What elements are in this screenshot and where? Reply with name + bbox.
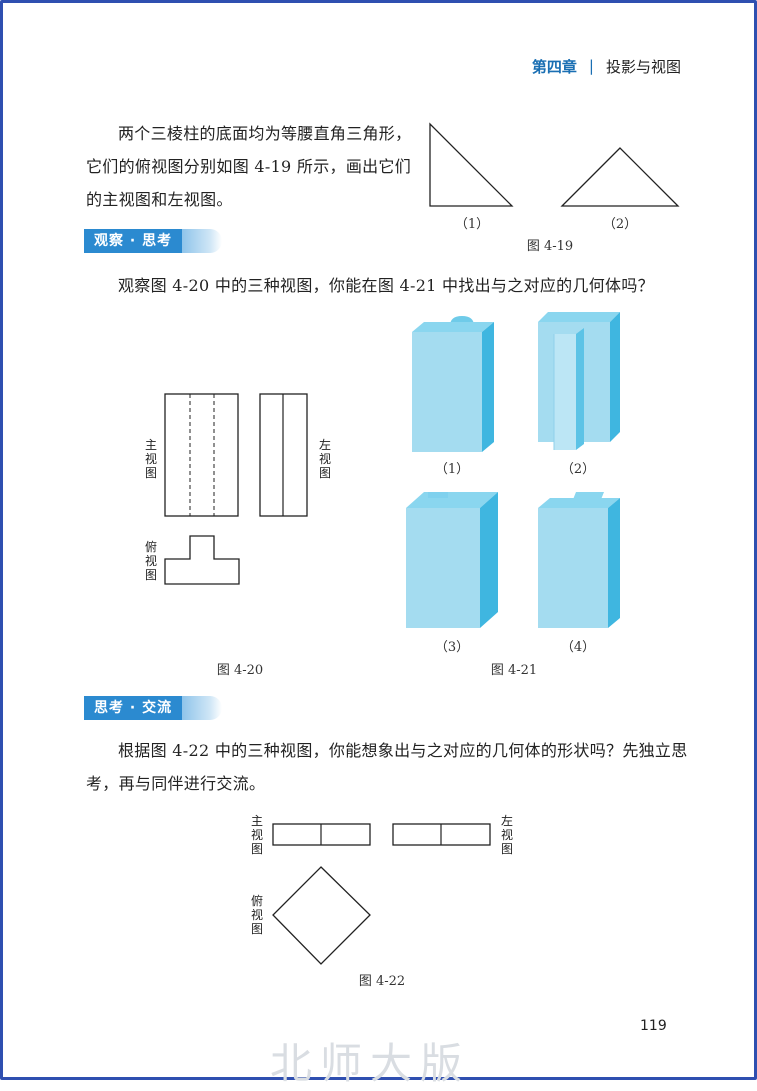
fig-4-22-left-view [392, 823, 491, 846]
fig-4-21-sub2: （2） [560, 462, 596, 477]
fig-4-20-top-view [164, 535, 240, 585]
fig-4-20-left-view [259, 393, 308, 517]
fig-4-19-sub1: （1） [454, 217, 490, 232]
section-tag-think-discuss: 思考 · 交流 [84, 696, 223, 720]
fig-4-21-sub3: （3） [434, 640, 470, 655]
fig-4-21-solid-2 [538, 312, 620, 450]
page-number: 119 [640, 1018, 667, 1034]
fig-4-21-solid-3 [406, 492, 498, 628]
fig-4-21-caption: 图 4-21 [490, 663, 538, 678]
fig-4-21-solid-1 [412, 316, 494, 452]
chapter-number: 第四章 [531, 57, 577, 76]
fig-4-21-sub4: （4） [560, 640, 596, 655]
exercise-text: 两个三棱柱的底面均为等腰直角三角形，它们的俯视图分别如图 4-19 所示，画出它… [86, 124, 412, 209]
publisher-watermark: 北师大版 [270, 1039, 471, 1088]
fig-4-19-triangle-1 [429, 122, 514, 207]
fig-4-20-front-label: 主视图 [144, 438, 157, 480]
fig-4-19-sub2: （2） [602, 217, 638, 232]
fig-4-22-front-label: 主视图 [250, 814, 263, 856]
header-separator: | [588, 57, 594, 75]
fig-4-22-caption: 图 4-22 [358, 974, 406, 989]
fig-4-22-front-view [272, 823, 371, 846]
fig-4-19-caption: 图 4-19 [526, 239, 574, 254]
fig-4-22-top-view [272, 866, 371, 965]
section2-text: 根据图 4-22 中的三种视图，你能想象出与之对应的几何体的形状吗？先独立思考，… [86, 741, 688, 793]
fig-4-22-left-label: 左视图 [500, 814, 513, 856]
fig-4-22-top-label: 俯视图 [250, 894, 263, 936]
fig-4-20-front-view [164, 393, 239, 517]
chapter-header: 第四章 | 投影与视图 [532, 54, 681, 78]
section1-text: 观察图 4-20 中的三种视图，你能在图 4-21 中找出与之对应的几何体吗？ [118, 276, 654, 295]
fig-4-21-solid-4 [538, 492, 620, 628]
fig-4-19-triangle-2 [560, 147, 680, 207]
fig-4-20-caption: 图 4-20 [216, 663, 264, 678]
chapter-title: 投影与视图 [605, 57, 681, 76]
fig-4-20-left-label: 左视图 [318, 438, 331, 480]
fig-4-20-top-label: 俯视图 [144, 540, 157, 582]
section-tag-observe-think: 观察 · 思考 [84, 229, 223, 253]
fig-4-21-sub1: （1） [434, 462, 470, 477]
